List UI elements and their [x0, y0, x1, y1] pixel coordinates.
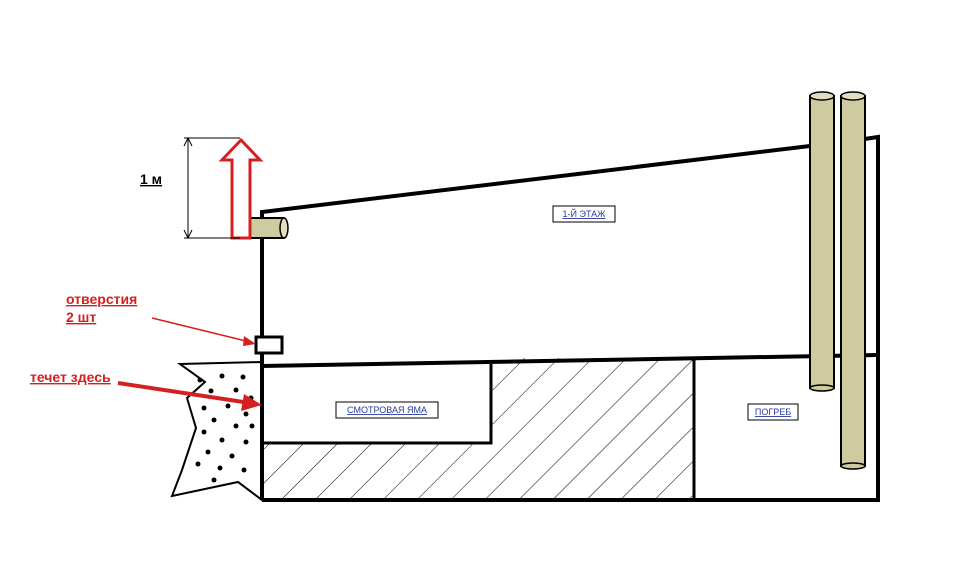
- svg-text:1-Й ЭТАЖ: 1-Й ЭТАЖ: [563, 208, 607, 219]
- building-outline: [260, 134, 880, 502]
- wall-opening-box: [254, 335, 284, 355]
- room-label-inspection-pit: СМОТРОВАЯ ЯМА: [335, 401, 439, 419]
- soil-dots: [195, 373, 255, 483]
- leak-here-label: течет здесь: [30, 369, 111, 385]
- hatched-foundation-middle: [491, 358, 694, 498]
- room-label-cellar: ПОГРЕБ: [747, 403, 799, 421]
- basement-partitions: [264, 358, 696, 498]
- svg-text:СМОТРОВАЯ ЯМА: СМОТРОВАЯ ЯМА: [347, 405, 427, 415]
- chimney-pipe-right: [840, 91, 866, 470]
- openings-pointer-arrow: [151, 317, 256, 346]
- chimney-pipe-left: [809, 91, 835, 392]
- leak-pointer-arrow: [117, 381, 262, 411]
- openings-label-line2: 2 шт: [66, 309, 96, 325]
- soil-leak-area: [170, 360, 263, 502]
- dimension-label: 1 м: [140, 171, 162, 187]
- vent-pipe-opening: [249, 217, 289, 239]
- svg-text:ПОГРЕБ: ПОГРЕБ: [755, 407, 791, 417]
- openings-label-line1: отверстия: [66, 291, 137, 307]
- hatched-foundation-left: [263, 443, 491, 498]
- dimension-marker: [183, 136, 240, 240]
- room-label-first-floor: 1-Й ЭТАЖ: [552, 205, 616, 223]
- up-arrow-icon: [218, 137, 264, 240]
